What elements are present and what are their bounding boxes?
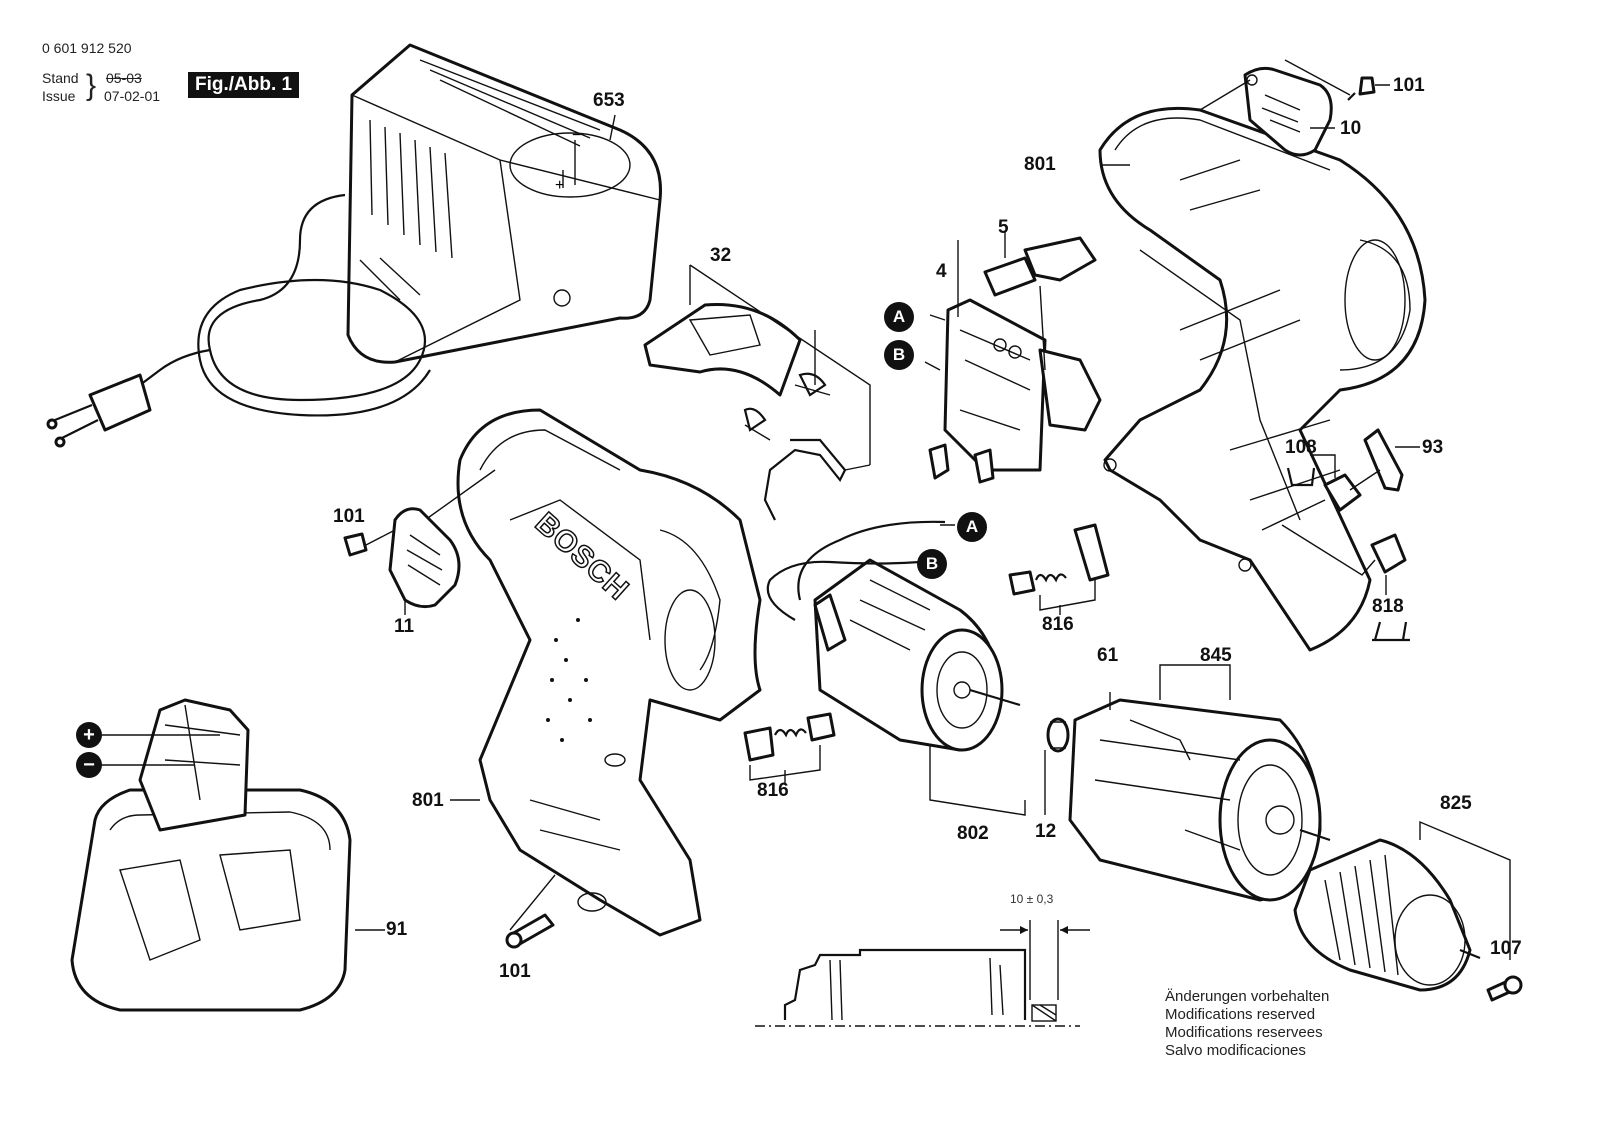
note-line: Modifications reservees: [1165, 1024, 1323, 1041]
pinion-drawing: [1044, 717, 1070, 815]
terminal-minus-icon: −: [76, 752, 102, 778]
part-label-802: 802: [957, 823, 989, 844]
part-label-61: 61: [1097, 645, 1119, 666]
note-line: Modifications reserved: [1165, 1006, 1316, 1023]
part-label-825: 825: [1440, 793, 1472, 814]
cover-32-drawing: [643, 264, 871, 521]
stand-label: Stand: [42, 70, 79, 86]
connector-a-motor: A: [957, 512, 987, 542]
small-parts-drawing: [1261, 428, 1410, 642]
part-label-801-left: 801: [412, 790, 444, 811]
issue-label: Issue: [42, 88, 76, 104]
part-label-10: 10: [1340, 118, 1362, 139]
part-label-816-upper: 816: [1042, 614, 1074, 635]
connector-b-switch: B: [884, 340, 914, 370]
issue-date: 07-02-01: [104, 88, 161, 104]
gearbox-drawing: [1068, 664, 1331, 902]
part-label-32: 32: [710, 245, 732, 266]
part-label-101-bottom: 101: [499, 961, 531, 982]
part-label-91: 91: [386, 919, 408, 940]
part-label-107: 107: [1490, 938, 1522, 959]
note-line: Salvo modificaciones: [1165, 1042, 1306, 1059]
housing-right-drawing: [1098, 106, 1427, 652]
battery-drawing: [70, 698, 352, 1012]
part-label-11: 11: [394, 616, 415, 637]
part-label-101-left: 101: [333, 506, 365, 527]
switch-drawing: [928, 232, 1102, 484]
charger-drawing: + −: [346, 43, 662, 364]
connector-a-switch: A: [884, 302, 914, 332]
part-label-108: 108: [1285, 437, 1317, 458]
connector-b-motor: B: [917, 549, 947, 579]
dimension-callout: 10 ± 0,3: [1010, 892, 1054, 906]
svg-text:+: +: [555, 177, 564, 194]
charger-vents: [369, 59, 601, 259]
part-label-12: 12: [1035, 821, 1057, 842]
svg-text:−: −: [572, 127, 581, 144]
part-label-816-lower: 816: [757, 780, 789, 801]
terminal-plus-icon: +: [76, 722, 102, 748]
modification-notes: Änderungen vorbehalten Modifications res…: [1165, 988, 1329, 1060]
end-cap-10-drawing: [1199, 59, 1376, 157]
brace-symbol: }: [86, 69, 97, 102]
dimension-detail-drawing: [755, 920, 1090, 1027]
power-cord-drawing: [46, 193, 431, 448]
end-cap-11-drawing: [343, 507, 555, 949]
leader-lines: [355, 84, 1420, 931]
grip-dots: [546, 618, 592, 742]
part-number: 0 601 912 520: [42, 40, 132, 56]
housing-left-drawing: [424, 408, 762, 937]
part-label-801-right: 801: [1024, 154, 1056, 175]
figure-label: Fig./Abb. 1: [188, 72, 300, 98]
part-label-4: 4: [936, 261, 947, 282]
note-line: Änderungen vorbehalten: [1165, 988, 1330, 1005]
part-label-101-top: 101: [1393, 75, 1425, 96]
part-label-845: 845: [1200, 645, 1232, 666]
brush-holders-drawing: [743, 523, 1110, 785]
part-label-653: 653: [593, 90, 625, 111]
motor-drawing: [766, 520, 1026, 816]
part-label-818: 818: [1372, 596, 1404, 617]
part-label-5: 5: [998, 217, 1009, 238]
chuck-drawing: [1293, 820, 1523, 1002]
part-label-93: 93: [1422, 437, 1444, 458]
old-date: 05-03: [106, 70, 142, 86]
